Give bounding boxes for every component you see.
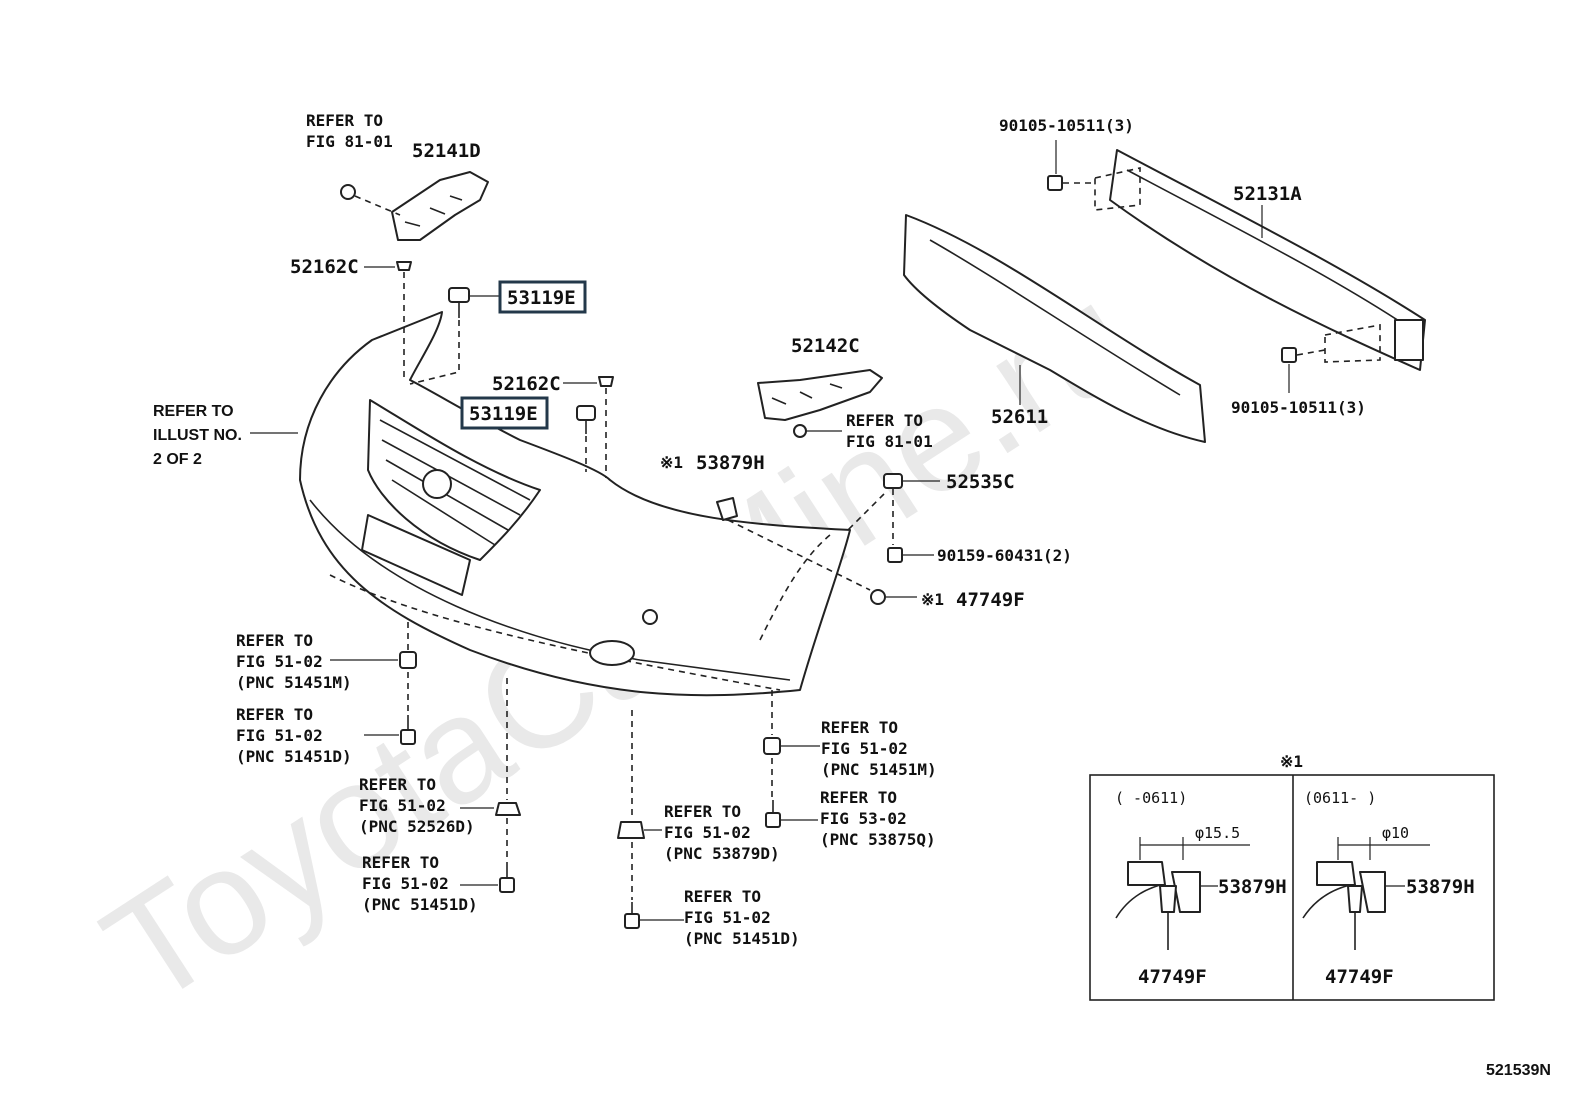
note-r3[interactable]: REFER TO FIG 51-02 (PNC 52526D) [359, 775, 475, 836]
note-line: FIG 51-02 [362, 874, 449, 893]
highlight-box-53119E-upper [498, 280, 587, 314]
note-line: REFER TO [359, 775, 436, 794]
note-line: REFER TO [846, 411, 923, 430]
mark-ref-47749F: ※1 [921, 590, 944, 609]
lower-fastener-right[interactable] [763, 690, 820, 828]
label-52162C-upper[interactable]: 52162C [290, 256, 359, 278]
lower-fastener-center-left[interactable] [460, 678, 521, 893]
note-line: (PNC 51451D) [362, 895, 478, 914]
bolt-90105-top[interactable] [1047, 140, 1095, 191]
bracket-52142C[interactable] [757, 369, 883, 438]
bumper-cover[interactable] [299, 311, 851, 697]
note-line: 2 OF 2 [153, 451, 202, 468]
screw-47749F[interactable] [870, 589, 917, 605]
note-r6[interactable]: REFER TO FIG 51-02 (PNC 51451D) [684, 887, 800, 948]
note-refer-fig81-mid[interactable]: REFER TO FIG 81-01 [846, 411, 933, 451]
lower-fastener-center[interactable] [617, 710, 684, 929]
label-90105-top[interactable]: 90105-10511(3) [999, 116, 1134, 135]
note-line: REFER TO [821, 718, 898, 737]
inset-left-dim: φ15.5 [1195, 824, 1240, 842]
label-53879H[interactable]: 53879H [696, 452, 765, 474]
note-line: ILLUST NO. [153, 427, 242, 444]
lower-fastener-left[interactable] [330, 622, 417, 745]
label-52131A[interactable]: 52131A [1233, 183, 1302, 205]
note-line: FIG 51-02 [821, 739, 908, 758]
inset-mark: ※1 [1280, 752, 1303, 771]
mark-ref-53879H: ※1 [660, 453, 683, 472]
note-line: FIG 51-02 [236, 652, 323, 671]
inset-box [1089, 774, 1495, 1001]
note-line: REFER TO [362, 853, 439, 872]
note-refer-illust[interactable]: REFER TO ILLUST NO. 2 OF 2 [153, 403, 242, 468]
note-r2[interactable]: REFER TO FIG 51-02 (PNC 51451D) [236, 705, 352, 766]
bolt-90105-bottom[interactable] [1281, 347, 1326, 393]
highlight-box-53119E-mid [460, 396, 549, 430]
clip-53879H[interactable] [716, 497, 871, 591]
note-r4[interactable]: REFER TO FIG 51-02 (PNC 51451D) [362, 853, 478, 914]
inset-right-period: (0611- ) [1304, 789, 1376, 807]
note-refer-fig81-top[interactable]: REFER TO FIG 81-01 [306, 111, 393, 151]
screw-90159-60431[interactable] [887, 547, 934, 563]
note-line: (PNC 51451D) [236, 747, 352, 766]
inset-right-dim: φ10 [1382, 824, 1409, 842]
note-r8[interactable]: REFER TO FIG 53-02 (PNC 53875Q) [820, 788, 936, 849]
note-line: (PNC 51451M) [821, 760, 937, 779]
clip-52162C-upper[interactable] [364, 261, 412, 380]
note-line: FIG 81-01 [306, 132, 393, 151]
label-52611[interactable]: 52611 [991, 406, 1048, 428]
label-52141D[interactable]: 52141D [412, 140, 481, 162]
label-52162C-mid[interactable]: 52162C [492, 373, 561, 395]
note-r1[interactable]: REFER TO FIG 51-02 (PNC 51451M) [236, 631, 352, 692]
note-r5[interactable]: REFER TO FIG 51-02 (PNC 53879D) [664, 802, 780, 863]
label-47749F[interactable]: 47749F [956, 589, 1025, 611]
clip-52535C[interactable] [847, 473, 940, 545]
note-line: REFER TO [664, 802, 741, 821]
note-line: (PNC 51451D) [684, 929, 800, 948]
note-line: REFER TO [306, 111, 383, 130]
inset-left-47749F: 47749F [1138, 966, 1207, 988]
inset-left-53879H: 53879H [1218, 876, 1287, 898]
note-r7[interactable]: REFER TO FIG 51-02 (PNC 51451M) [821, 718, 937, 779]
screw-53119E-upper[interactable] [409, 287, 500, 385]
label-53119E-mid[interactable]: 53119E [469, 403, 538, 425]
note-line: REFER TO [236, 631, 313, 650]
label-53119E-upper[interactable]: 53119E [507, 287, 576, 309]
note-line: REFER TO [684, 887, 761, 906]
label-52535C[interactable]: 52535C [946, 471, 1015, 493]
label-90105-bottom[interactable]: 90105-10511(3) [1231, 398, 1366, 417]
inset-right-53879H: 53879H [1406, 876, 1475, 898]
note-line: (PNC 51451M) [236, 673, 352, 692]
inset-left-panel: ( -0611) φ15.5 53879H 47749F [1115, 789, 1287, 988]
note-line: FIG 81-01 [846, 432, 933, 451]
note-line: FIG 51-02 [664, 823, 751, 842]
inset-right-47749F: 47749F [1325, 966, 1394, 988]
note-line: REFER TO [153, 403, 234, 420]
note-line: FIG 51-02 [684, 908, 771, 927]
inset-right-panel: (0611- ) φ10 53879H 47749F [1302, 789, 1475, 988]
note-line: FIG 53-02 [820, 809, 907, 828]
label-90159-60431[interactable]: 90159-60431(2) [937, 546, 1072, 565]
note-line: (PNC 53875Q) [820, 830, 936, 849]
note-line: (PNC 52526D) [359, 817, 475, 836]
note-line: REFER TO [236, 705, 313, 724]
clip-52162C-mid[interactable] [563, 376, 614, 478]
reinforcement-52131A[interactable] [1094, 149, 1426, 371]
screw-53119E-mid[interactable] [576, 405, 596, 472]
note-line: FIG 51-02 [359, 796, 446, 815]
bolt-52141D[interactable] [340, 184, 401, 216]
figure-id: 521539N [1486, 1062, 1551, 1079]
inset-left-period: ( -0611) [1115, 789, 1187, 807]
absorber-52611[interactable] [903, 214, 1206, 443]
note-line: FIG 51-02 [236, 726, 323, 745]
note-line: (PNC 53879D) [664, 844, 780, 863]
note-line: REFER TO [820, 788, 897, 807]
bracket-52141D[interactable] [391, 171, 489, 241]
label-52142C[interactable]: 52142C [791, 335, 860, 357]
